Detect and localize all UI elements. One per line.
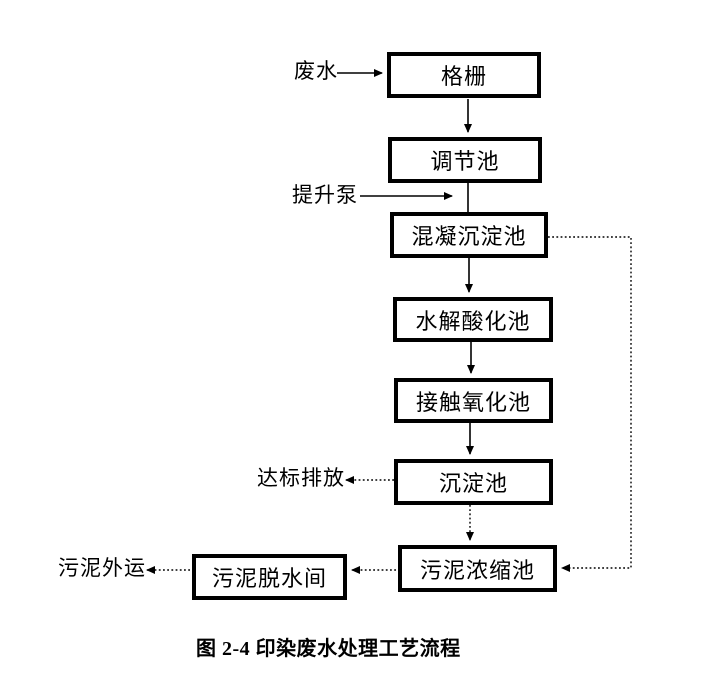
- sludge-out-label: 污泥外运: [58, 557, 146, 580]
- arrow-coagulation-sludge-return: [548, 236, 632, 572]
- influent-label: 废水: [294, 60, 338, 83]
- node-coagulation-sedimentation-tank: 混凝沉淀池: [390, 212, 548, 258]
- lift-pump-label: 提升泵: [292, 184, 358, 207]
- node-hydrolysis-acidification-tank: 水解酸化池: [393, 297, 553, 342]
- node-contact-oxidation-tank: 接触氧化池: [394, 378, 553, 423]
- node-sedimentation-tank: 沉淀池: [394, 459, 553, 505]
- node-sludge-dewatering-room-label: 污泥脱水间: [211, 566, 327, 591]
- node-grid-screen-label: 格栅: [440, 64, 487, 89]
- node-coagulation-sedimentation-tank-label: 混凝沉淀池: [411, 224, 527, 249]
- node-regulating-tank-label: 调节池: [430, 149, 500, 174]
- node-sludge-thickening-tank: 污泥浓缩池: [398, 545, 557, 592]
- node-sedimentation-tank-label: 沉淀池: [438, 471, 508, 496]
- node-sludge-dewatering-room: 污泥脱水间: [192, 554, 347, 600]
- figure-caption: 图 2-4 印染废水处理工艺流程: [196, 638, 461, 660]
- node-hydrolysis-acidification-tank-label: 水解酸化池: [415, 308, 531, 334]
- node-sludge-thickening-tank-label: 污泥浓缩池: [419, 557, 535, 583]
- node-grid-screen: 格栅: [387, 52, 541, 98]
- node-contact-oxidation-tank-label: 接触氧化池: [415, 389, 531, 415]
- node-regulating-tank: 调节池: [388, 137, 542, 183]
- discharge-label: 达标排放: [257, 467, 345, 490]
